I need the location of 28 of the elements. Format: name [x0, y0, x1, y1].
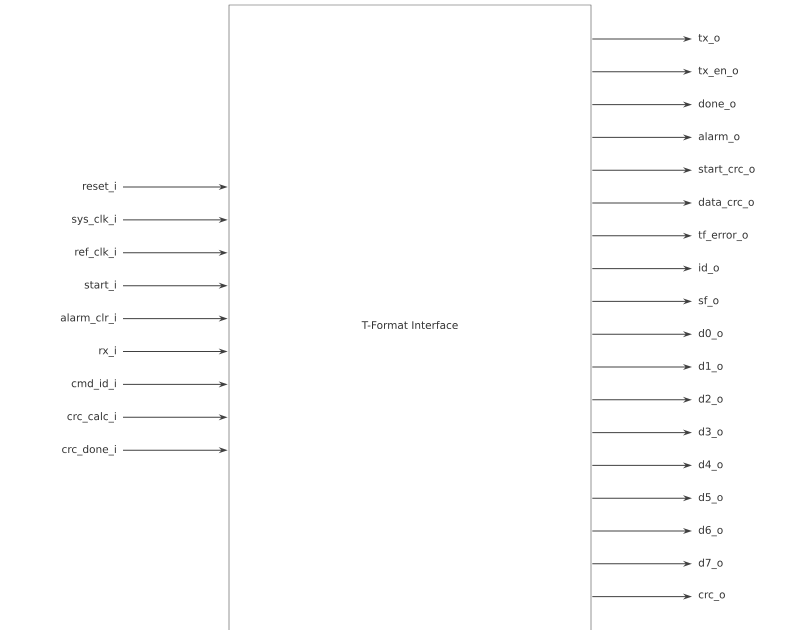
signal-label: crc_calc_i	[67, 412, 116, 423]
signal-label: d7_o	[698, 558, 723, 570]
signal-label: crc_done_i	[62, 445, 116, 456]
block-box: T-Format Interface	[228, 4, 592, 630]
signal-label: sf_o	[698, 296, 718, 307]
signal-label: d4_o	[698, 460, 723, 471]
signal-label: tx_en_o	[698, 66, 738, 77]
signal-label: crc_o	[698, 592, 725, 601]
signal-label: alarm_clr_i	[60, 313, 116, 324]
signal-label: d2_o	[698, 394, 723, 406]
signal-label: d1_o	[698, 362, 723, 372]
signal-label: ref_clk_i	[75, 248, 116, 258]
signal-label: start_crc_o	[698, 165, 755, 176]
signal-label: done_o	[698, 99, 736, 110]
signal-label: d0_o	[698, 329, 723, 340]
signal-label: sys_clk_i	[72, 214, 116, 226]
signal-label: rx_i	[99, 346, 116, 357]
signal-label: d6_o	[698, 526, 723, 536]
signal-label: alarm_o	[698, 132, 740, 143]
signal-label: start_i	[84, 280, 116, 291]
signal-label: data_crc_o	[698, 198, 754, 208]
signal-label: d3_o	[698, 427, 723, 438]
signal-label: cmd_id_i	[72, 379, 116, 390]
signal-label: reset_i	[83, 182, 116, 192]
signal-label: id_o	[699, 263, 719, 274]
signal-label: tf_error_o	[698, 230, 748, 242]
signal-label: d5_o	[698, 493, 723, 504]
signal-label: tx_o	[698, 34, 720, 44]
